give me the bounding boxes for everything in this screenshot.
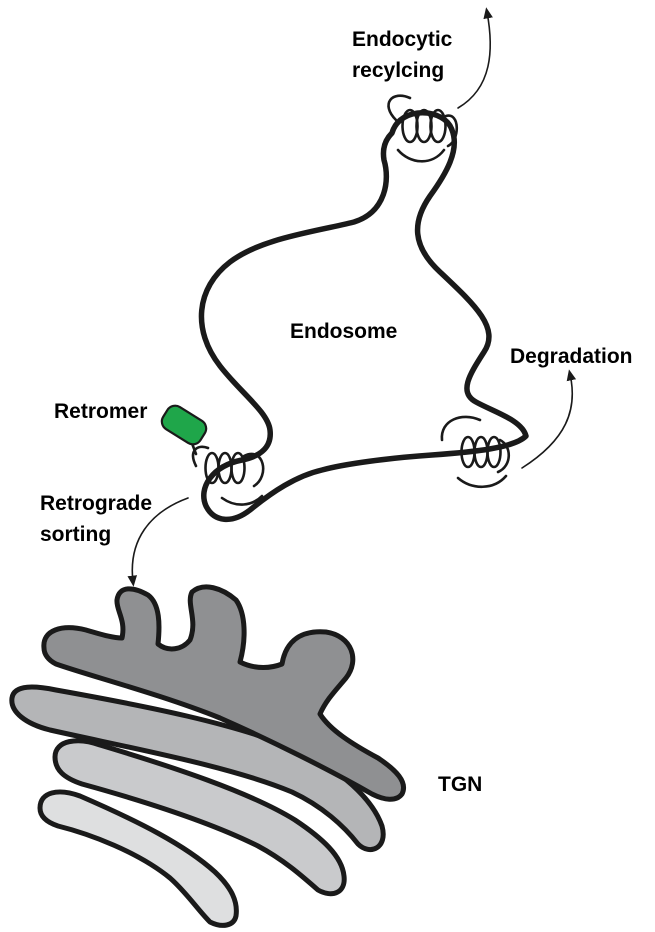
endosome-body xyxy=(201,113,526,520)
arrow-degradation xyxy=(522,374,572,468)
arrow-endocytic-recycling xyxy=(458,12,490,108)
label-tgn: TGN xyxy=(438,773,482,796)
label-degradation: Degradation xyxy=(510,345,633,368)
label-retrograde-line2: sorting xyxy=(40,523,111,546)
label-retrograde-line1: Retrograde xyxy=(40,492,152,515)
label-retromer: Retromer xyxy=(54,400,147,423)
tgn-stack xyxy=(12,587,404,925)
retromer-complex xyxy=(158,402,209,447)
label-endosome: Endosome xyxy=(290,320,397,343)
cargo-coil-top xyxy=(389,96,457,162)
label-endocytic-line1: Endocytic xyxy=(352,28,453,51)
label-endocytic-line2: recylcing xyxy=(352,59,444,82)
